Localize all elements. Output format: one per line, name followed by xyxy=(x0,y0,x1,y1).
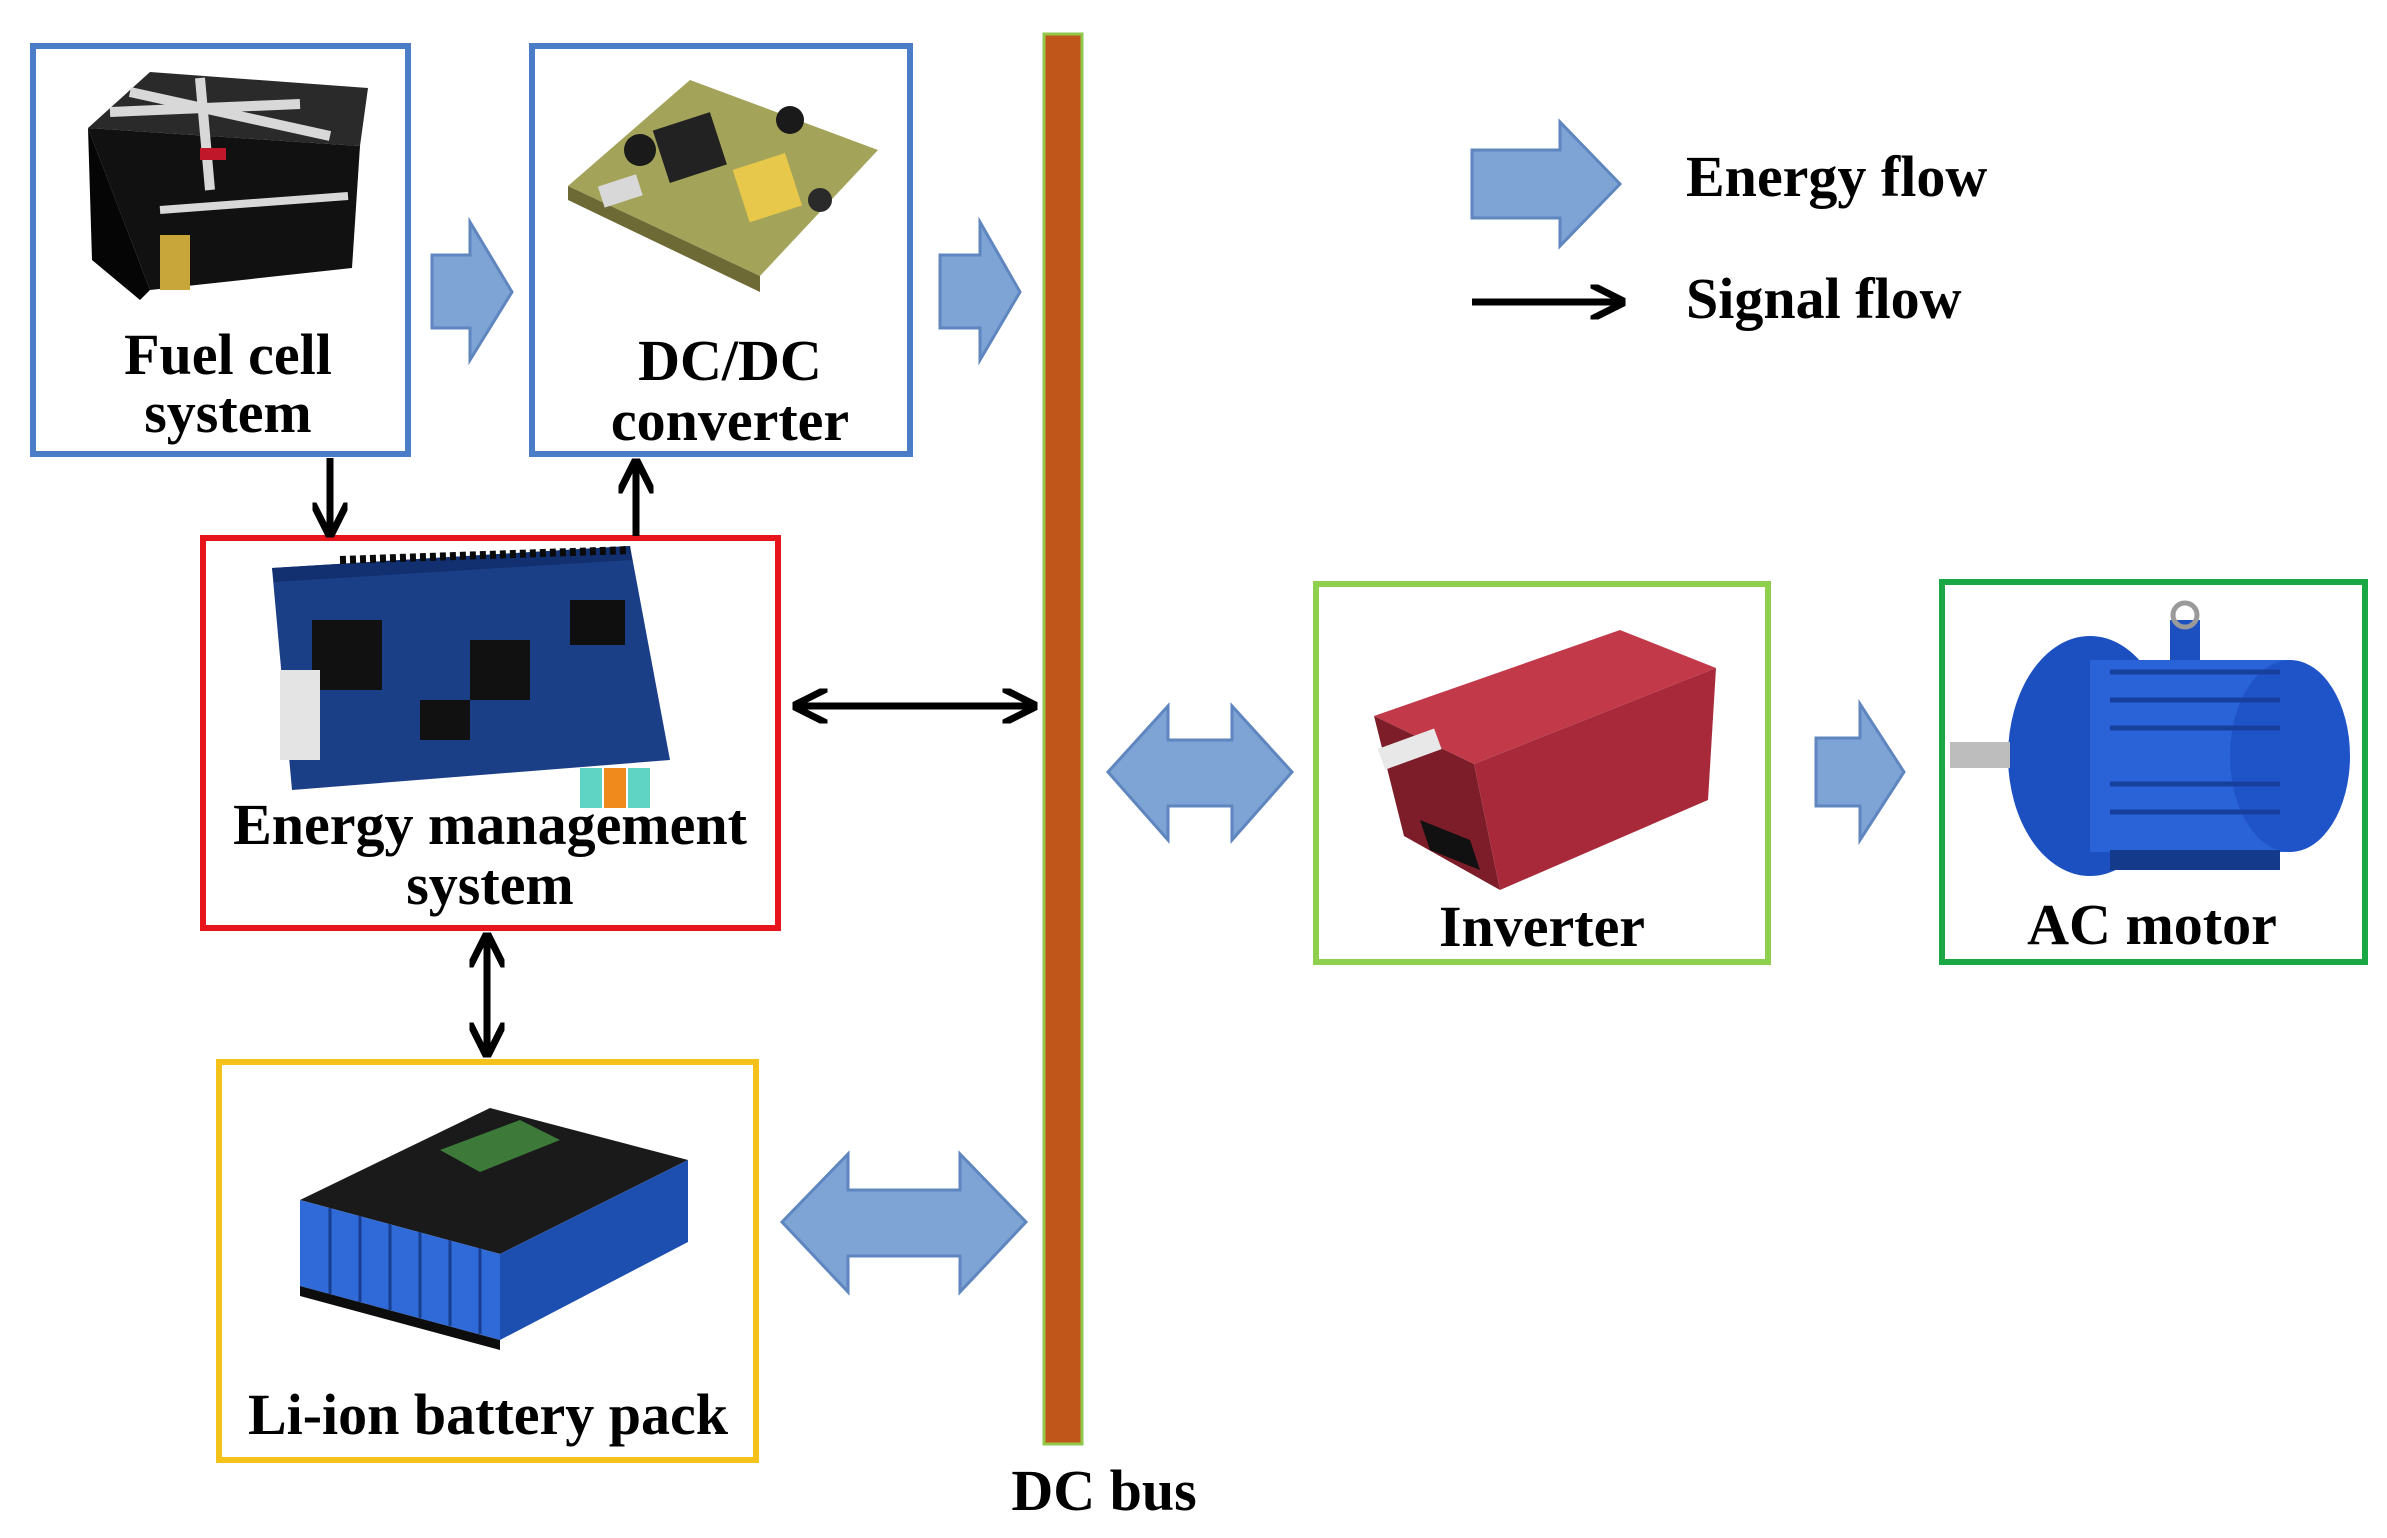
dcdc-label-line2: converter xyxy=(611,388,849,453)
inverter-border xyxy=(1313,581,1771,965)
dc-bus-label: DC bus xyxy=(1011,1458,1196,1523)
ems-board-icon xyxy=(272,546,670,808)
fuel-cell-border xyxy=(30,43,411,457)
energy-arrow-bus-inverter-bidirectional xyxy=(1105,702,1295,844)
ac-motor-icon xyxy=(1950,600,2350,876)
fuel-cell-label-line1: Fuel cell xyxy=(124,322,332,387)
inverter-box: Inverter xyxy=(1313,581,1771,965)
ems-label-line1: Energy management xyxy=(233,792,748,857)
dcdc-label-line1: DC/DC xyxy=(638,328,822,393)
battery-border xyxy=(216,1059,759,1463)
dcdc-board-icon xyxy=(568,80,878,292)
ems-border xyxy=(200,535,781,931)
battery-pack-icon xyxy=(300,1108,688,1350)
fuel-cell-icon xyxy=(88,72,368,300)
battery-box: Li-ion battery pack xyxy=(216,1059,759,1463)
dc-bus: DC bus xyxy=(1011,32,1197,1523)
dcdc-converter-box: DC/DC converter xyxy=(529,43,913,457)
ac-motor-border xyxy=(1939,579,2368,965)
energy-arrow-fuelcell-to-dcdc xyxy=(430,216,514,366)
inverter-label: Inverter xyxy=(1439,894,1645,959)
energy-arrow-battery-bus-bidirectional xyxy=(779,1150,1029,1296)
legend-signal-label: Signal flow xyxy=(1686,266,1962,331)
ems-box: Energy management system xyxy=(200,535,781,931)
ac-motor-label: AC motor xyxy=(2027,892,2277,957)
energy-arrow-dcdc-to-bus xyxy=(938,216,1022,366)
fuel-cell-label-line2: system xyxy=(144,380,312,445)
energy-arrow-inverter-to-motor xyxy=(1814,698,1906,846)
fuel-cell-system-box: Fuel cell system xyxy=(30,43,411,457)
dcdc-border xyxy=(529,43,913,457)
ems-label-line2: system xyxy=(406,852,574,917)
legend-energy-label: Energy flow xyxy=(1686,144,1987,209)
ac-motor-box: AC motor xyxy=(1939,579,2368,965)
battery-label: Li-ion battery pack xyxy=(248,1382,729,1447)
dc-bus-bar xyxy=(1042,32,1084,1446)
legend: Energy flow Signal flow xyxy=(1470,118,1987,331)
legend-energy-arrow xyxy=(1470,118,1623,250)
inverter-icon xyxy=(1374,630,1716,890)
